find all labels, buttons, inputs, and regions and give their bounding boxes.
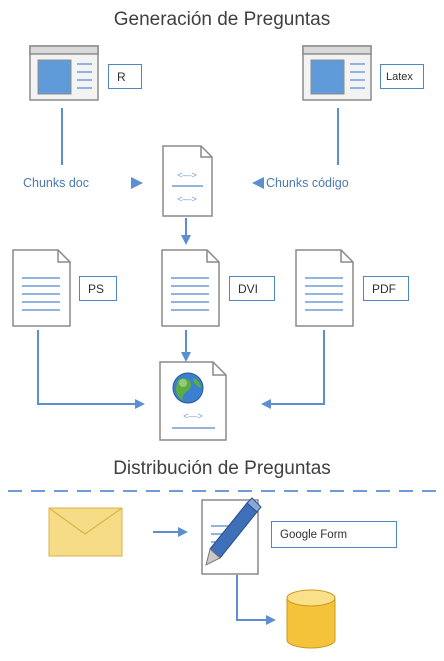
label-dvi: DVI <box>229 276 275 301</box>
dvi-document-icon <box>161 249 220 327</box>
arrow-chunks-code <box>252 177 264 189</box>
generation-section-title: Generación de Preguntas <box>113 9 331 30</box>
pdf-document-icon <box>295 249 354 327</box>
label-ps: PS <box>79 276 117 301</box>
distribution-section-title: Distribución de Preguntas <box>113 458 331 479</box>
connector-ps-to-html <box>37 330 145 409</box>
label-pdf: PDF <box>363 276 409 301</box>
latex-window-icon <box>302 45 372 101</box>
form-document-icon <box>201 497 262 575</box>
arrow-chunks-doc <box>131 177 143 189</box>
pen-icon <box>205 497 262 566</box>
connectors <box>37 108 339 625</box>
connector-pdf-to-html <box>261 330 325 409</box>
svg-text:<—>: <—> <box>177 170 197 180</box>
envelope-icon <box>48 507 123 557</box>
svg-text:<—>: <—> <box>183 411 203 421</box>
label-chunks-code: Chunks código <box>266 176 349 190</box>
svg-text:<—>: <—> <box>177 194 197 204</box>
connector-form-to-database <box>236 575 276 625</box>
r-window-icon <box>29 45 99 101</box>
label-latex: Latex <box>380 64 424 89</box>
globe-icon <box>172 372 204 404</box>
source-document-icon: <—> <—> <box>162 145 213 217</box>
label-chunks-doc: Chunks doc <box>23 176 90 190</box>
html-document-icon: <—> <box>159 361 227 441</box>
database-icon <box>286 589 336 649</box>
label-r: R <box>108 64 142 89</box>
label-google-form: Google Form <box>271 521 397 548</box>
ps-document-icon <box>12 249 71 327</box>
